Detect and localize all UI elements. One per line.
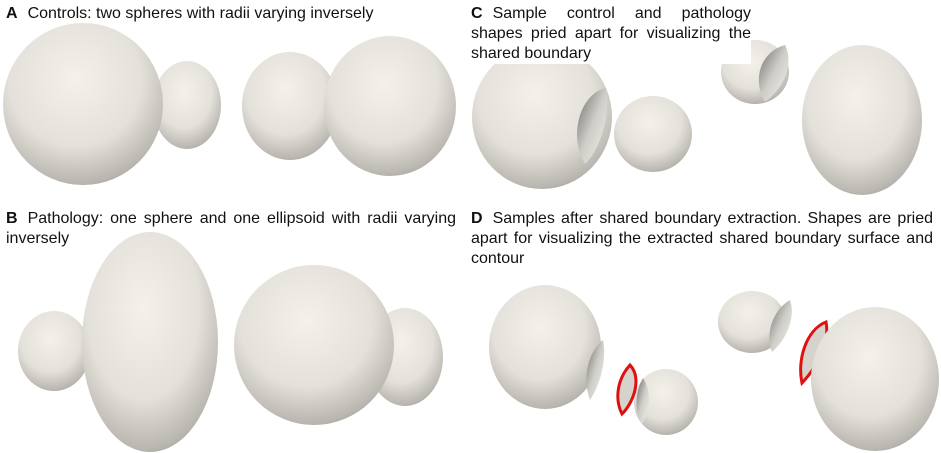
panel-d-right-small-sphere [718,291,786,353]
panel-d-left-small-sphere [634,369,698,435]
panel-b-shapes [18,232,443,452]
panel-a-shapes [3,23,456,185]
panel-a-text: Controls: two spheres with radii varying… [27,5,374,22]
panel-a-letter: A [6,5,18,22]
panel-a-left-large-sphere [3,23,163,185]
panel-c-shapes [472,40,922,195]
panel-c-letter: C [471,5,483,22]
panel-c-small-sphere [614,96,692,172]
panel-a-caption: A Controls: two spheres with radii varyin… [6,4,456,24]
panel-c-ellipsoid [802,45,922,195]
panel-a-right-right-sphere [324,36,456,176]
panel-c-text: Sample control and pathology shapes prie… [471,5,751,62]
panel-c-top-sphere-opening [758,45,789,102]
panel-d-right-small-cut [769,300,792,352]
panel-b-text: Pathology: one sphere and one ellipsoid … [6,210,456,247]
panel-c-large-sphere-opening [577,88,608,164]
panel-d-left-small-cut [636,378,649,424]
panel-a-left-small-sphere [153,61,221,149]
panel-b-right-large-sphere [234,265,394,425]
panel-a-right-left-sphere [242,52,338,160]
panel-d-right-ellipsoid [811,307,939,451]
panel-d-letter: D [471,210,483,227]
panel-b-left-sphere [18,311,90,391]
panel-b-ellipsoid [82,232,218,452]
panel-b-letter: B [6,210,18,227]
panel-d-shapes [489,285,939,451]
panel-d-text: Samples after shared boundary extraction… [471,210,933,267]
panel-c-large-sphere-open [472,45,612,189]
panel-d-left-shared-surface [616,362,638,417]
panel-d-left-sphere-cut [586,340,605,400]
panel-d-left-large-sphere [489,285,601,409]
